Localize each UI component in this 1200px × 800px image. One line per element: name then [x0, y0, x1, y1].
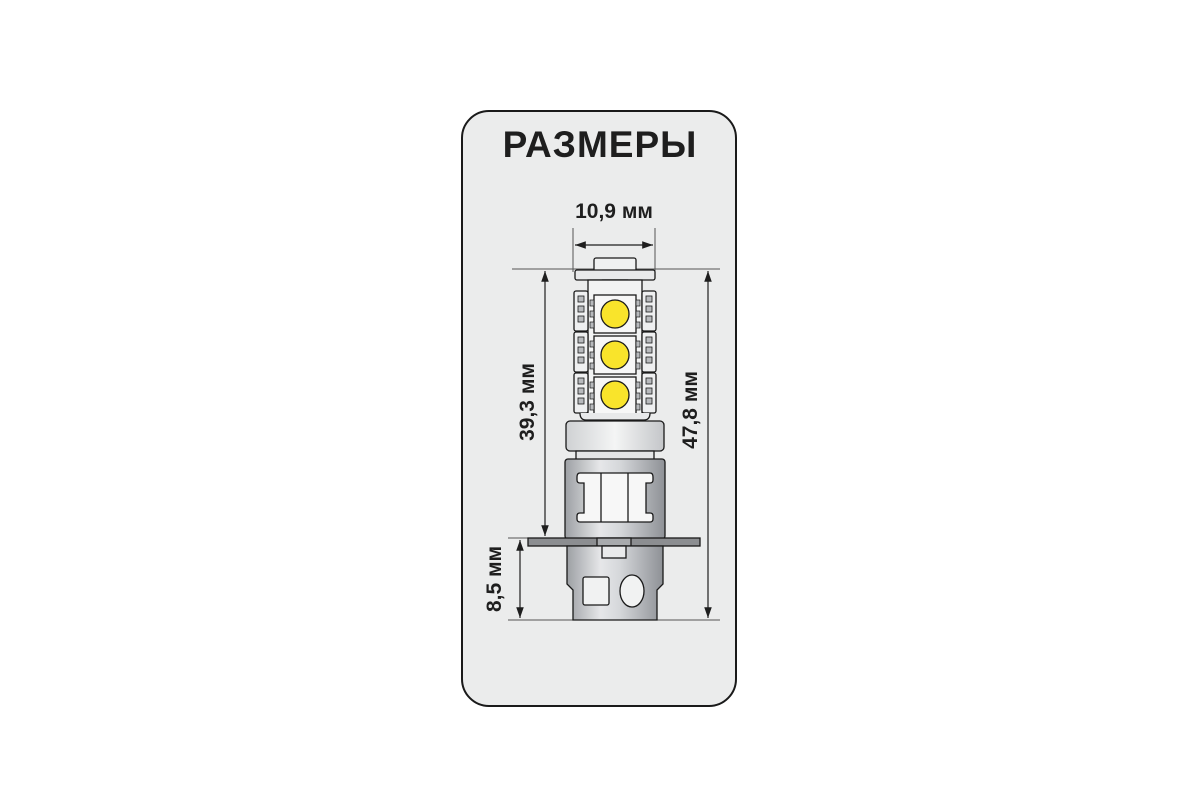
page-title: РАЗМЕРЫ	[502, 124, 698, 165]
led-chip-3	[593, 376, 637, 416]
led-chip-1	[593, 294, 637, 334]
width-dimension	[572, 228, 656, 272]
total-height-label: 47,8 мм	[679, 371, 702, 449]
led-bulb	[527, 257, 701, 621]
led-chip-2	[593, 335, 637, 375]
led-section-height-label: 39,3 мм	[516, 363, 539, 441]
width-label: 10,9 мм	[575, 200, 653, 223]
base-height-label: 8,5 мм	[483, 546, 506, 612]
